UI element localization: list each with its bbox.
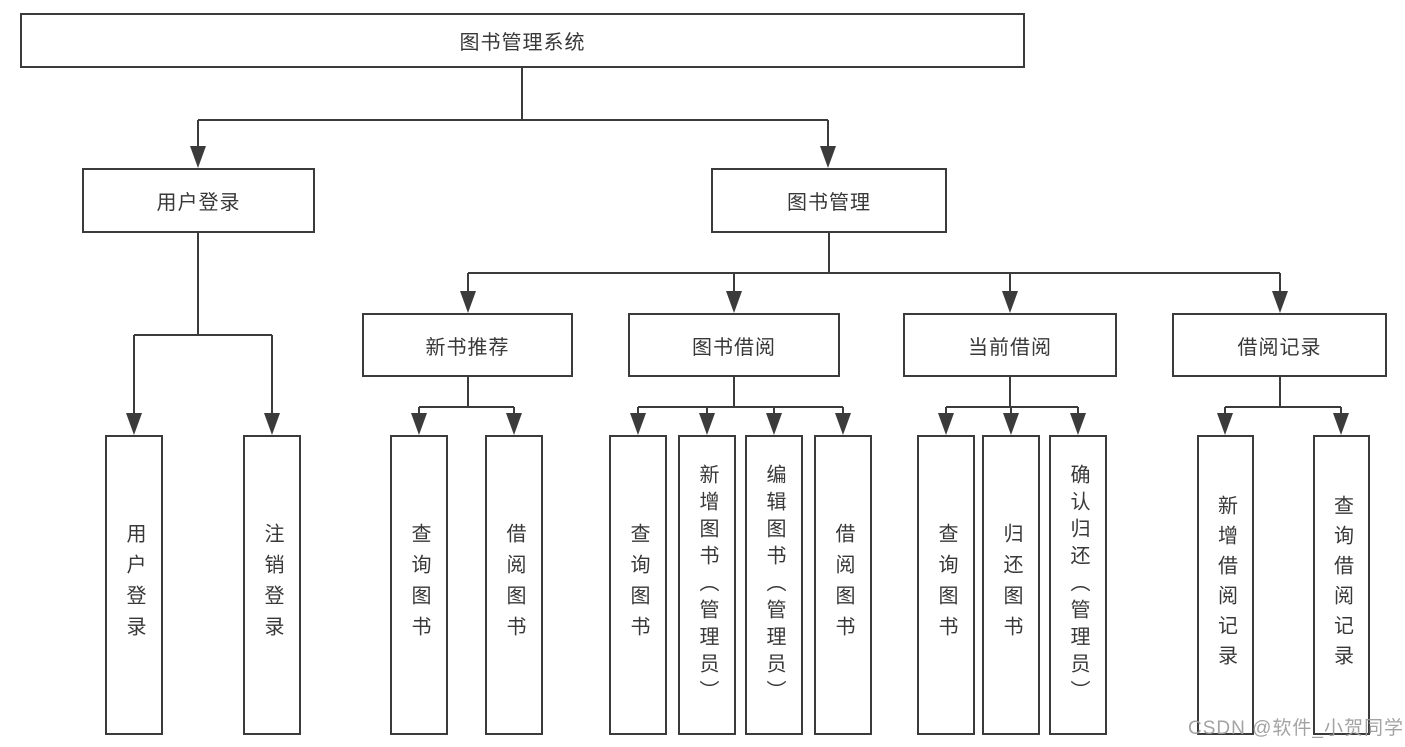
- arrow-icon: [835, 413, 851, 435]
- arrow-icon: [1333, 413, 1349, 435]
- arrow-icon: [1217, 413, 1233, 435]
- node-book-management: 图书管理: [711, 168, 947, 233]
- node-book-borrow: 图书借阅: [628, 313, 840, 377]
- wire-book-management: [467, 233, 1281, 295]
- node-library-management-system: 图书管理系统: [20, 13, 1025, 68]
- arrow-icon: [820, 146, 836, 168]
- node-label: 查询图书: [627, 523, 649, 647]
- arrow-icon: [699, 413, 715, 435]
- node-label: 新增图书（管理员）: [696, 463, 718, 707]
- wire-root: [197, 68, 829, 150]
- arrow-icon: [1272, 291, 1288, 313]
- arrow-icon: [264, 413, 280, 435]
- leaf-borrow-books: 借阅图书: [814, 435, 872, 735]
- arrow-icon: [460, 291, 476, 313]
- arrow-icon: [1003, 413, 1019, 435]
- leaf-borrow-books-recommend: 借阅图书: [485, 435, 543, 735]
- node-label: 查询图书: [408, 523, 430, 647]
- wire-user-login: [133, 233, 273, 417]
- node-label: 用户登录: [123, 523, 145, 647]
- node-label: 借阅图书: [503, 523, 525, 647]
- leaf-user-login: 用户登录: [105, 435, 163, 735]
- watermark: CSDN @软件_小贺同学: [1188, 718, 1404, 739]
- leaf-query-books-current: 查询图书: [917, 435, 975, 735]
- leaf-query-books-borrow: 查询图书: [609, 435, 667, 735]
- arrow-icon: [1070, 413, 1086, 435]
- wire-book-borrow: [637, 377, 844, 417]
- leaf-logout: 注销登录: [243, 435, 301, 735]
- node-borrow-records: 借阅记录: [1172, 313, 1387, 377]
- wire-current-borrow: [945, 377, 1079, 417]
- arrow-icon: [630, 413, 646, 435]
- node-label: 归还图书: [1000, 523, 1022, 647]
- arrow-icon: [190, 146, 206, 168]
- arrow-icon: [726, 291, 742, 313]
- node-label: 新增借阅记录: [1214, 495, 1237, 675]
- arrow-icon: [506, 413, 522, 435]
- wire-new-book-recommend: [418, 377, 515, 417]
- arrowheads: [126, 146, 1349, 435]
- node-current-borrow: 当前借阅: [903, 313, 1117, 377]
- leaf-query-books-recommend: 查询图书: [390, 435, 448, 735]
- arrow-icon: [126, 413, 142, 435]
- arrow-icon: [411, 413, 427, 435]
- node-label: 编辑图书（管理员）: [763, 463, 785, 707]
- leaf-add-books-admin: 新增图书（管理员）: [678, 435, 736, 735]
- wire-borrow-records: [1224, 377, 1342, 417]
- leaf-edit-books-admin: 编辑图书（管理员）: [745, 435, 803, 735]
- node-label: 查询借阅记录: [1330, 495, 1353, 675]
- arrow-icon: [1002, 291, 1018, 313]
- arrow-icon: [766, 413, 782, 435]
- node-label: 借阅图书: [832, 523, 854, 647]
- node-user-login: 用户登录: [82, 168, 315, 233]
- leaf-add-borrow-record: 新增借阅记录: [1197, 435, 1254, 735]
- arrow-icon: [938, 413, 954, 435]
- node-label: 查询图书: [935, 523, 957, 647]
- node-label: 确认归还（管理员）: [1067, 463, 1089, 707]
- leaf-return-books: 归还图书: [982, 435, 1040, 735]
- leaf-query-borrow-record: 查询借阅记录: [1313, 435, 1370, 735]
- leaf-confirm-return-admin: 确认归还（管理员）: [1049, 435, 1107, 735]
- node-label: 注销登录: [261, 523, 283, 647]
- node-new-book-recommend: 新书推荐: [362, 313, 573, 377]
